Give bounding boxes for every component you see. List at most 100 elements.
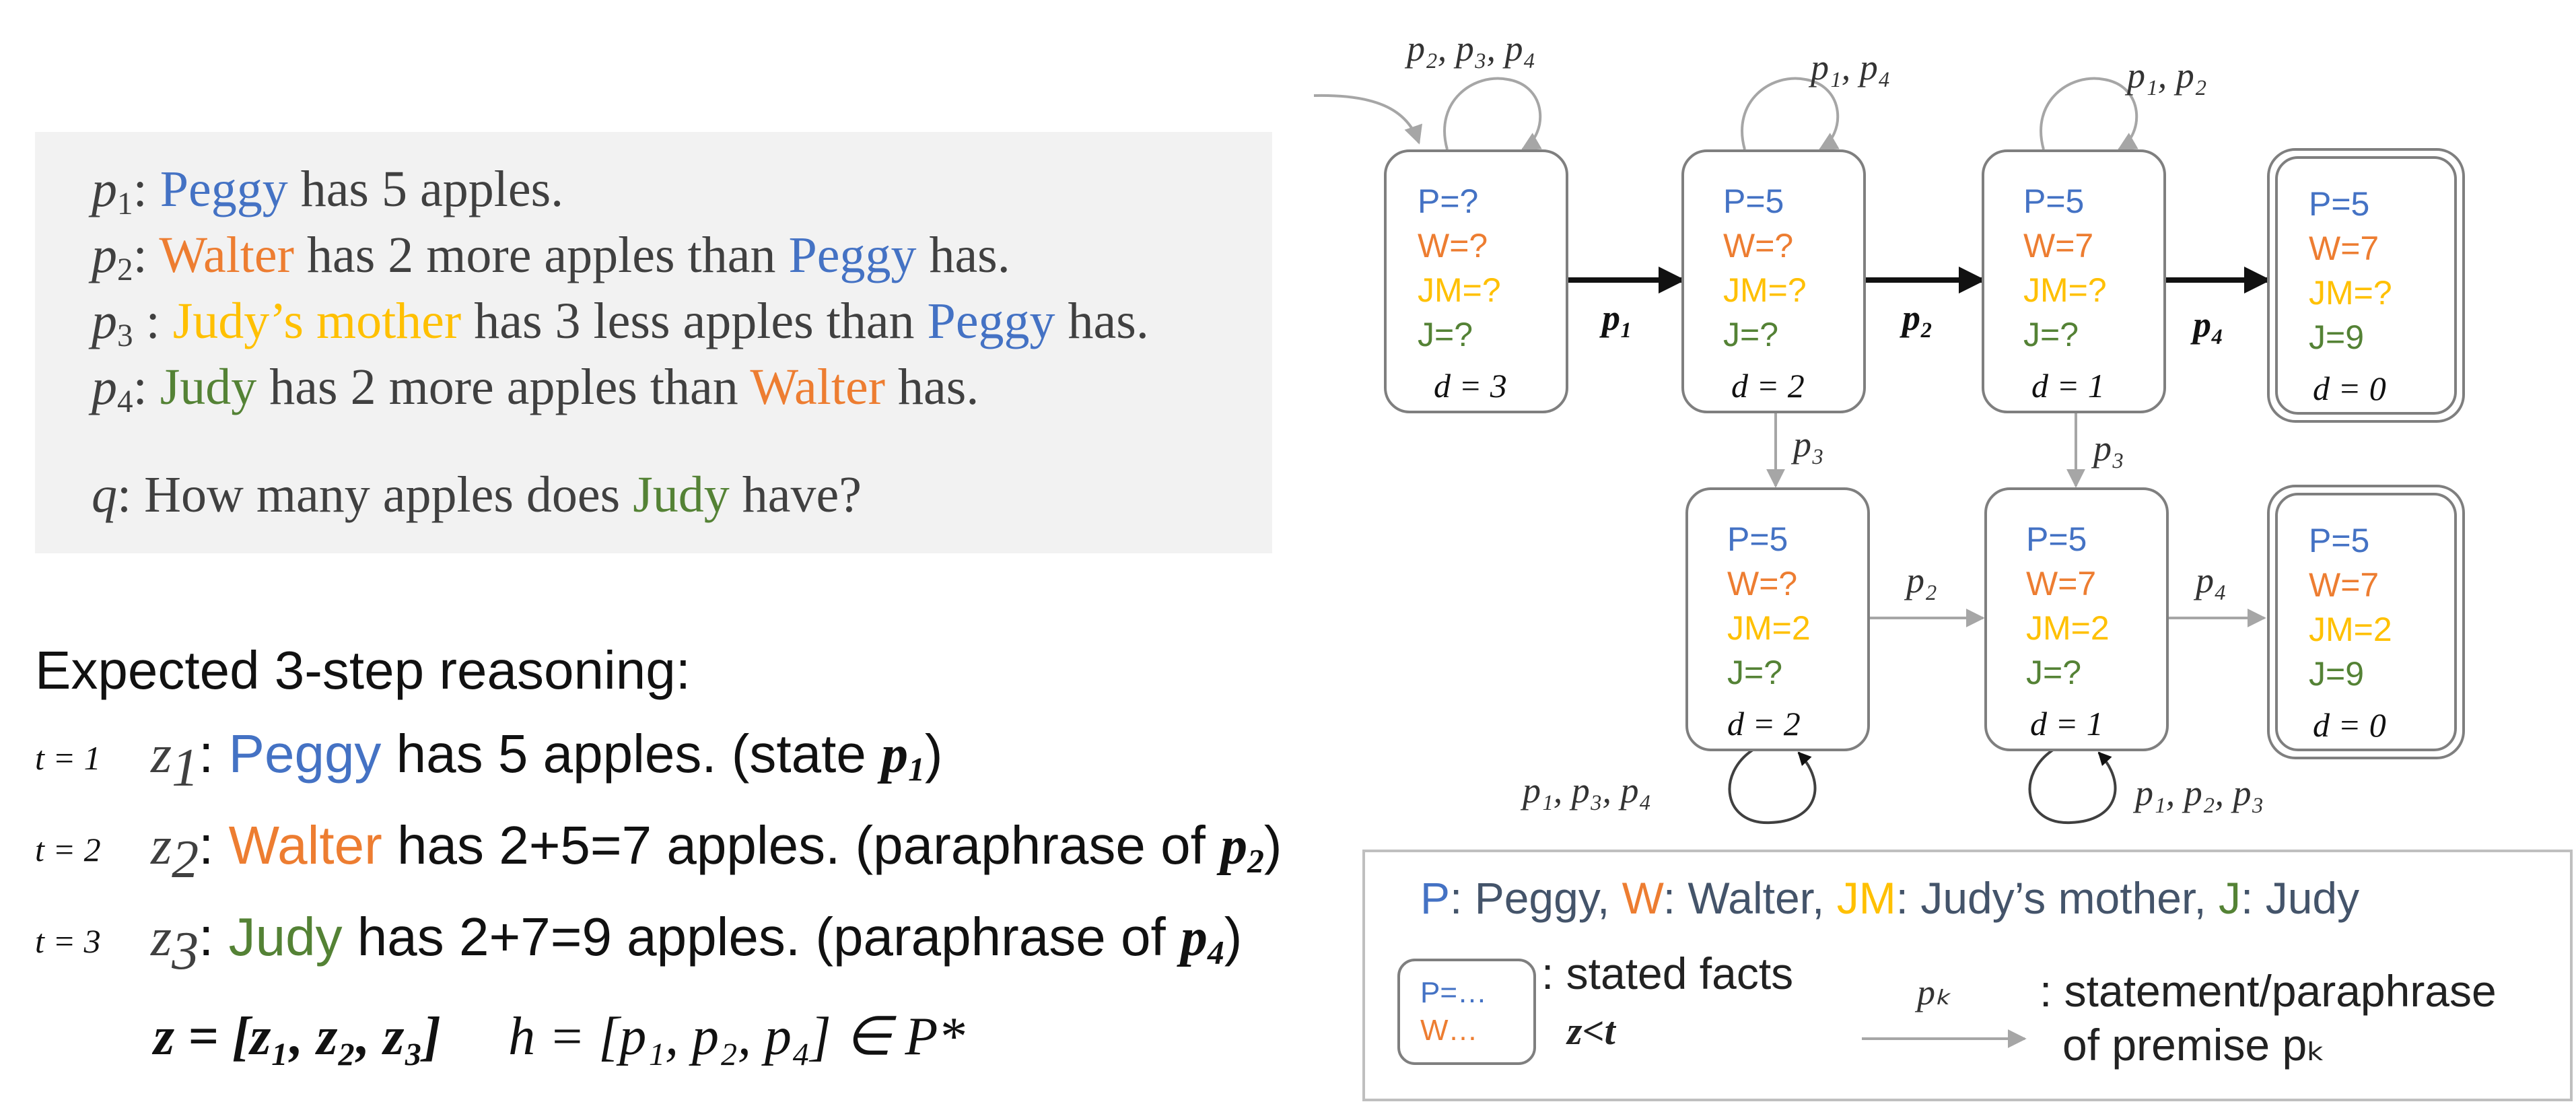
question-text: : How many apples does	[117, 467, 633, 523]
state-value-jm: JM=?	[1723, 271, 1807, 309]
legend-jm-name: : Judy’s mother,	[1895, 873, 2219, 923]
premise-sub: 4	[117, 384, 133, 419]
premise-var: p	[92, 293, 117, 349]
state-distance: d = 0	[2313, 706, 2386, 744]
premise-text: has 2 more apples than	[256, 359, 751, 415]
state-distance: d = 1	[2030, 705, 2103, 743]
edge-label-s5-s6: p₄	[2193, 560, 2227, 600]
name-judy: Judy	[633, 467, 730, 523]
h-equation: h = [p₁, p₂, p₄] ∈ P*	[508, 1007, 965, 1066]
state-s6: P=5 W=7 JM=2 J=9 d = 0	[2267, 485, 2465, 759]
state-value-jm: JM=?	[1418, 271, 1501, 309]
premise-sep: :	[133, 293, 173, 349]
premise-var: p	[92, 359, 117, 415]
step-text: has 2+7=9 apples. (paraphrase of	[342, 907, 1181, 967]
state-value-j: J=?	[2026, 654, 2081, 691]
name-walter: Walter	[750, 359, 886, 415]
premise-text: has 3 less apples than	[461, 293, 928, 349]
name-peggy: Peggy	[228, 724, 382, 784]
loop-s1	[1741, 77, 1840, 151]
loop-s5	[2028, 749, 2117, 825]
edge-label-s2-s5: p₃	[2091, 428, 2124, 469]
name-walter: Walter	[228, 815, 382, 875]
state-s1: P=5 W=? JM=? J=? d = 2	[1681, 149, 1866, 413]
premise-var: p	[92, 227, 117, 283]
premise-box: p1: Peggy has 5 apples. p2: Walter has 2…	[35, 132, 1272, 553]
loop-s0	[1443, 77, 1542, 151]
loop-label-s0: p₂, p₃, p₄	[1404, 28, 1535, 69]
edge-label-s2-s3: p₄	[2190, 304, 2224, 345]
legend-arrow	[1862, 1029, 2027, 1048]
state-value-j: J=9	[2309, 655, 2364, 693]
legend-mini-line2: W…	[1420, 1014, 1478, 1047]
premise-sep: :	[133, 227, 160, 283]
state-value-w: W=7	[2026, 565, 2096, 602]
premise-p1: p1: Peggy has 5 apples.	[92, 160, 563, 222]
step-premise-sub: 1	[908, 751, 925, 788]
name-walter: Walter	[159, 227, 294, 283]
loop-label-s1: p₁, p₄	[1808, 47, 1891, 88]
legend-statement-line1: : statement/paraphrase	[2040, 966, 2497, 1016]
state-value-jm: JM=2	[2026, 609, 2110, 647]
question-var: q	[92, 467, 117, 523]
state-value-jm: JM=2	[2309, 611, 2392, 648]
step-z-sub: 3	[172, 922, 199, 981]
legend-box: P: Peggy, W: Walter, JM: Judy’s mother, …	[1362, 850, 2573, 1101]
legend-w-name: : Walter,	[1663, 873, 1837, 923]
loop-label-s5: p₁, p₂, p₃	[2132, 773, 2264, 813]
legend-w: W	[1622, 873, 1663, 923]
step-premise-var: p	[1220, 817, 1248, 876]
step-z-sub: 2	[172, 830, 199, 889]
premise-text: has.	[885, 359, 979, 415]
name-judys-mother: Judy’s mother	[172, 293, 462, 349]
state-value-p: P=?	[1418, 182, 1478, 220]
legend-statement-line2: of premise pₖ	[2062, 1020, 2326, 1070]
name-judy: Judy	[160, 359, 257, 415]
state-value-w: W=?	[1418, 227, 1488, 265]
step-premise-sub: 4	[1207, 934, 1224, 971]
state-value-jm: JM=2	[1727, 609, 1811, 647]
state-value-jm: JM=?	[2309, 274, 2392, 312]
legend-stated-facts: : stated facts	[1541, 948, 1794, 998]
step-sep: :	[199, 815, 229, 875]
step-close: )	[1263, 815, 1282, 875]
state-value-w: W=7	[2309, 230, 2379, 267]
state-distance: d = 2	[1731, 367, 1805, 405]
name-peggy: Peggy	[788, 227, 917, 283]
step-close: )	[924, 724, 943, 784]
state-value-j: J=?	[1723, 316, 1778, 353]
premise-sep: :	[133, 359, 160, 415]
premise-text: has 2 more apples than	[293, 227, 789, 283]
loop-label-s2: p₁, p₂	[2124, 55, 2207, 96]
state-value-p: P=5	[2026, 520, 2087, 558]
premise-p4: p4: Judy has 2 more apples than Walter h…	[92, 358, 979, 420]
state-value-p: P=5	[1727, 520, 1788, 558]
state-value-w: W=7	[2023, 227, 2093, 265]
state-value-w: W=7	[2309, 566, 2379, 604]
state-value-j: J=?	[1418, 316, 1473, 353]
state-value-p: P=5	[2023, 182, 2084, 220]
edge-label-s1-s4: p₃	[1790, 424, 1824, 464]
z-equation: z = [z₁, z₂, z₃]	[153, 1007, 442, 1066]
premise-text: has.	[1055, 293, 1149, 349]
step-sep: :	[199, 724, 229, 784]
step-z-var: z	[151, 908, 172, 967]
name-judy: Judy	[228, 907, 343, 967]
premise-text: has 5 apples.	[287, 161, 564, 217]
state-value-jm: JM=?	[2023, 271, 2107, 309]
step-premise-sub: 2	[1247, 842, 1264, 880]
state-value-p: P=5	[1723, 182, 1784, 220]
legend-p: P	[1420, 873, 1451, 923]
state-value-p: P=5	[2309, 522, 2369, 559]
step-premise-var: p	[881, 725, 909, 784]
step-text: has 5 apples. (state	[381, 724, 882, 784]
state-value-p: P=5	[2309, 185, 2369, 223]
state-distance: d = 2	[1727, 705, 1801, 743]
step-close: )	[1224, 907, 1243, 967]
loop-s2	[2040, 77, 2138, 151]
legend-names: P: Peggy, W: Walter, JM: Judy’s mother, …	[1420, 872, 2359, 924]
step-z-sub: 1	[172, 738, 199, 798]
